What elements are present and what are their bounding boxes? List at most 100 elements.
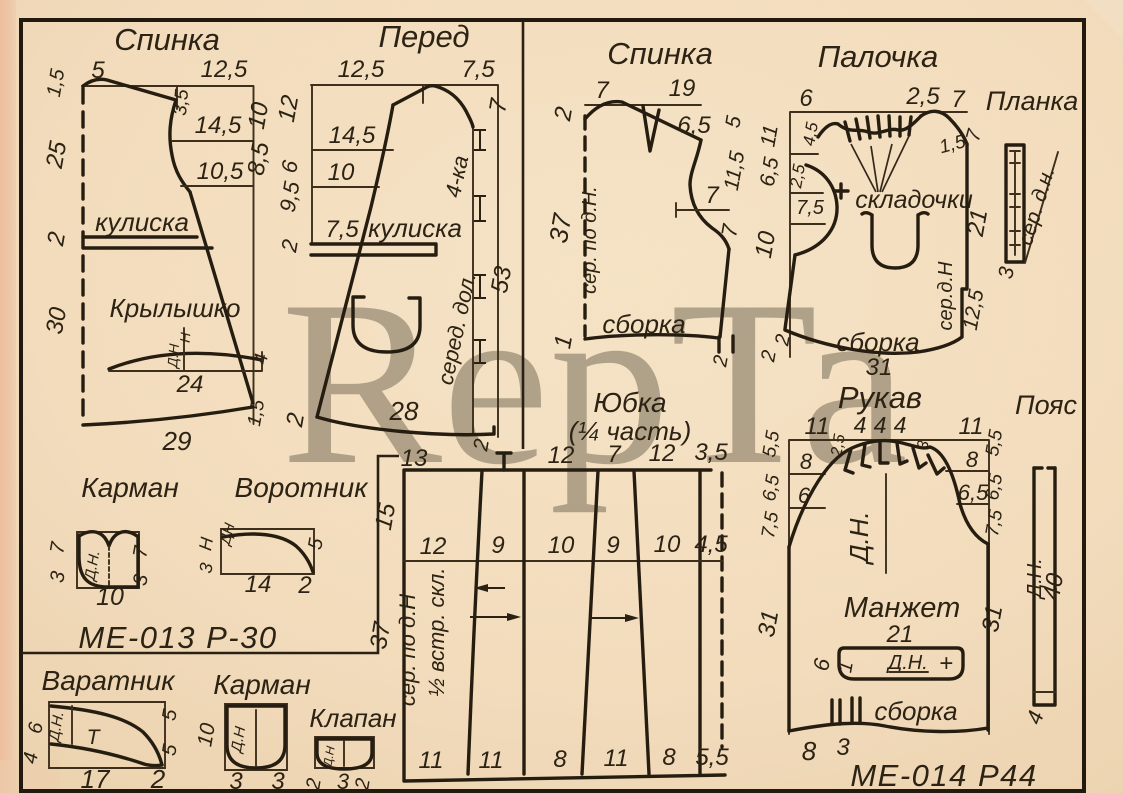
- svg-text:Варатник: Варатник: [42, 665, 177, 696]
- svg-text:4: 4: [894, 412, 907, 438]
- svg-text:3: 3: [195, 561, 216, 574]
- svg-text:12: 12: [420, 533, 447, 560]
- svg-text:7,5: 7,5: [982, 508, 1007, 538]
- svg-text:Д.Н: Д.Н: [320, 745, 338, 770]
- svg-text:Перед: Перед: [379, 19, 470, 54]
- svg-text:МЕ-013 Р-30: МЕ-013 Р-30: [78, 620, 277, 655]
- svg-text:4: 4: [854, 412, 867, 438]
- svg-text:2: 2: [297, 572, 311, 599]
- svg-text:5: 5: [304, 536, 328, 552]
- svg-text:6: 6: [276, 158, 303, 175]
- svg-text:7: 7: [46, 540, 70, 556]
- svg-text:2: 2: [150, 764, 166, 793]
- svg-text:½ встр. скл.: ½ встр. скл.: [424, 568, 449, 697]
- svg-text:сер.д.Н: сер.д.Н: [935, 261, 957, 330]
- svg-text:6,5: 6,5: [759, 473, 784, 503]
- svg-text:11: 11: [604, 745, 629, 772]
- svg-text:7: 7: [951, 86, 966, 113]
- svg-text:9,5: 9,5: [275, 179, 305, 214]
- svg-text:29: 29: [162, 426, 192, 456]
- svg-text:7: 7: [607, 441, 622, 468]
- svg-text:1: 1: [834, 660, 858, 675]
- svg-text:21: 21: [962, 207, 993, 239]
- svg-text:8: 8: [662, 744, 676, 771]
- svg-text:2: 2: [281, 411, 310, 430]
- svg-text:4: 4: [874, 412, 887, 438]
- svg-text:3: 3: [229, 768, 243, 793]
- svg-text:Д.Н: Д.Н: [164, 342, 182, 370]
- svg-text:5,5: 5,5: [695, 744, 729, 771]
- svg-text:6: 6: [808, 656, 835, 673]
- svg-text:9: 9: [606, 532, 619, 559]
- svg-text:3: 3: [271, 768, 285, 793]
- svg-text:11: 11: [756, 123, 782, 148]
- svg-text:Юбка: Юбка: [593, 387, 666, 418]
- svg-text:3,5: 3,5: [694, 439, 728, 466]
- svg-text:3: 3: [337, 769, 350, 793]
- svg-text:кулиска: кулиска: [368, 213, 462, 243]
- svg-text:10: 10: [548, 532, 575, 559]
- svg-text:8: 8: [966, 447, 979, 472]
- svg-text:3: 3: [46, 570, 70, 585]
- svg-text:Карман: Карман: [81, 472, 179, 503]
- svg-text:Н: Н: [195, 535, 217, 552]
- svg-text:25: 25: [41, 139, 73, 172]
- svg-text:21: 21: [886, 621, 914, 648]
- svg-text:4,5: 4,5: [694, 531, 728, 558]
- svg-text:14,5: 14,5: [329, 122, 376, 149]
- svg-text:28: 28: [389, 396, 419, 426]
- svg-text:(¼ часть): (¼ часть): [569, 416, 691, 446]
- svg-text:Спинка: Спинка: [607, 36, 713, 71]
- svg-text:5,5: 5,5: [759, 429, 784, 459]
- svg-text:7: 7: [129, 544, 153, 560]
- svg-text:2: 2: [709, 354, 733, 370]
- svg-text:7,5: 7,5: [461, 56, 495, 83]
- svg-text:12,5: 12,5: [201, 56, 248, 83]
- svg-text:3: 3: [836, 734, 850, 761]
- svg-text:12: 12: [548, 442, 575, 469]
- svg-text:2: 2: [276, 237, 303, 254]
- svg-text:3: 3: [914, 439, 932, 451]
- svg-text:Палочка: Палочка: [818, 39, 939, 74]
- svg-text:11: 11: [959, 413, 984, 440]
- svg-text:7,5: 7,5: [758, 510, 783, 540]
- svg-text:31: 31: [866, 354, 893, 381]
- svg-text:10: 10: [654, 531, 681, 558]
- svg-text:40: 40: [1038, 571, 1069, 603]
- svg-text:Н: Н: [177, 331, 194, 343]
- svg-text:10: 10: [750, 229, 781, 261]
- svg-text:37: 37: [365, 619, 397, 652]
- svg-text:Д.Н.: Д.Н.: [886, 652, 928, 674]
- svg-text:7: 7: [716, 222, 743, 239]
- svg-text:8: 8: [553, 746, 567, 773]
- svg-text:17: 17: [81, 764, 111, 793]
- svg-text:1,5: 1,5: [43, 66, 70, 98]
- svg-text:сер. по д.Н.: сер. по д.Н.: [579, 186, 601, 294]
- svg-text:3: 3: [129, 573, 153, 588]
- svg-text:МЕ-014 Р44: МЕ-014 Р44: [850, 758, 1037, 793]
- svg-text:7,5: 7,5: [325, 216, 359, 243]
- svg-text:Воротник: Воротник: [235, 472, 370, 503]
- svg-text:Д.Н.: Д.Н.: [81, 549, 103, 583]
- svg-text:4,5: 4,5: [799, 120, 822, 147]
- svg-text:кулиска: кулиска: [95, 207, 189, 237]
- svg-text:10: 10: [328, 159, 355, 186]
- svg-text:2: 2: [771, 333, 795, 349]
- svg-text:9: 9: [491, 532, 504, 559]
- svg-text:10: 10: [193, 721, 220, 748]
- svg-text:8: 8: [802, 736, 817, 766]
- svg-text:14,5: 14,5: [195, 112, 242, 139]
- svg-text:2,5: 2,5: [905, 83, 940, 110]
- svg-text:12: 12: [649, 440, 676, 467]
- svg-text:11: 11: [419, 747, 444, 774]
- svg-text:4: 4: [19, 751, 43, 766]
- svg-text:2: 2: [549, 105, 578, 124]
- svg-text:3: 3: [994, 265, 1019, 281]
- svg-text:2: 2: [302, 777, 326, 793]
- svg-text:12: 12: [273, 93, 304, 124]
- svg-text:2,5: 2,5: [786, 162, 809, 190]
- svg-text:24: 24: [176, 371, 204, 398]
- svg-text:37: 37: [543, 210, 578, 245]
- svg-text:31: 31: [753, 608, 784, 639]
- svg-text:5: 5: [158, 742, 182, 758]
